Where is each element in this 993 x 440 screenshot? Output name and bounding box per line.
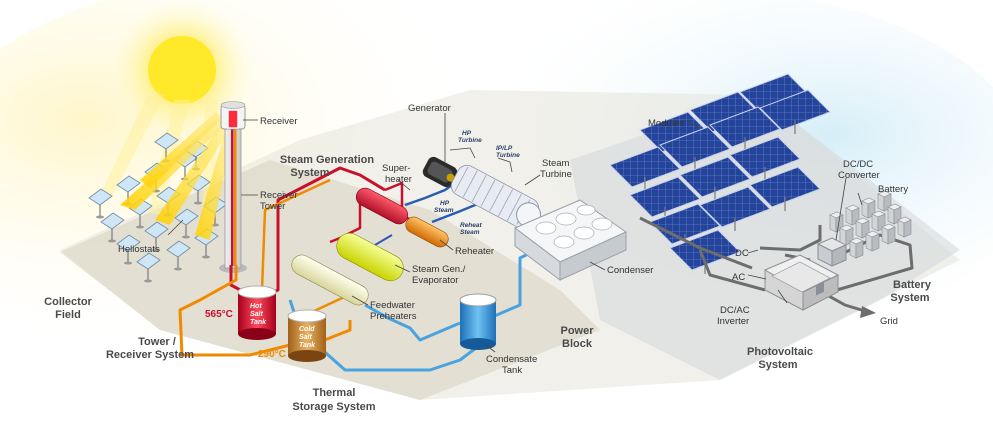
battery-bank [829,190,912,259]
label-superheater-2: heater [385,174,412,185]
section-battery-1: Battery [893,279,932,291]
label-feedwater-2: Preheaters [370,311,417,322]
label-battery: Battery [878,184,908,195]
pv-module-icon [659,126,731,171]
label-receiver-tower-1: Receiver [260,190,298,201]
section-collector-1: Collector [44,296,92,308]
cold-tank-label-2: Salt [299,334,313,341]
heliostat-icon [174,208,199,239]
section-thermal-1: Thermal [313,387,356,399]
label-condenser: Condenser [607,265,653,276]
heliostat-icon [144,221,169,252]
pv-module-icon [759,89,831,134]
pv-module-icon [749,166,821,211]
label-generator: Generator [408,103,451,114]
receiver-tower [219,101,247,273]
cold-tank-label-3: Tank [299,342,316,349]
hot-tank-label-1: Hot [250,303,262,310]
label-iplp-turbine-2: Turbine [496,152,520,159]
section-labels: Collector Field Tower / Receiver System … [44,154,932,413]
pv-module-icon [709,106,781,151]
grid-arrow-icon [860,306,876,318]
label-steam-turbine-1: Steam [542,158,570,169]
hot-tank-label-2: Salt [250,311,264,318]
heliostat-icon [88,188,113,219]
label-reheater: Reheater [455,246,494,257]
label-dcac-1: DC/AC [720,305,750,316]
component-labels: Heliostats Receiver Receiver Tower Gener… [118,103,908,376]
pv-module-icon [729,136,801,181]
section-power-1: Power [560,325,594,337]
steam-generator [336,232,404,282]
section-power-2: Block [562,338,593,350]
dcdc-converter [816,237,848,267]
battery-cabinet-icon [849,237,864,259]
section-tower-2: Receiver System [106,349,194,361]
feedwater-preheaters [291,254,369,306]
hot-salt-tank: Hot Salt Tank [237,285,277,340]
label-grid: Grid [880,316,898,327]
battery-cabinet-icon [871,210,886,232]
label-dc: DC [735,248,749,259]
section-steamgen-1: Steam Generation [280,154,374,166]
label-hp-turbine-1: HP [462,130,472,137]
label-modules: Modules [648,118,684,129]
label-reheat-steam-2: Steam [460,229,480,236]
battery-cabinet-icon [865,230,880,252]
label-steam-turbine-2: Turbine [540,169,572,180]
label-receiver: Receiver [260,116,298,127]
dcac-inverter [763,254,840,311]
label-dcdc-2: Converter [838,170,880,181]
label-condensate-2: Tank [502,365,522,376]
section-collector-2: Field [55,309,81,321]
section-battery-2: System [890,292,929,304]
label-feedwater-1: Feedwater [370,300,415,311]
pv-module-icon [609,146,681,191]
generator [422,156,458,188]
leader-lines [167,113,863,353]
label-ac: AC [732,272,745,283]
cold-salt-tank: Cold Salt Tank [287,309,327,362]
condenser [514,199,628,282]
superheater [355,187,409,225]
label-receiver-tower-2: Tower [260,201,285,212]
cold-tank-label-1: Cold [299,326,315,333]
label-temp-hot: 565°C [205,309,233,320]
hot-tank-label-3: Tank [250,319,267,326]
pv-module-array [609,73,831,274]
heliostat-icon [136,252,161,283]
pv-module-icon [699,186,771,231]
heliostat-icon [100,212,125,243]
battery-cabinet-icon [881,223,896,245]
section-pv-1: Photovoltaic [747,346,813,358]
label-temp-cold: 290°C [258,349,286,360]
section-steamgen-2: System [290,167,329,179]
label-steam-gen-1: Steam Gen./ [412,264,466,275]
label-hp-steam-1: HP [440,200,450,207]
battery-cabinet-icon [877,190,892,212]
label-heliostats: Heliostats [118,244,160,255]
pv-module-icon [679,156,751,201]
label-hp-turbine-2: Turbine [458,137,482,144]
label-iplp-turbine-1: IP/LP [496,145,513,152]
label-dcdc-1: DC/DC [843,159,873,170]
reheater [405,216,449,248]
section-tower-1: Tower / [138,336,176,348]
label-superheater-1: Super- [382,163,411,174]
sun-icon [148,36,216,104]
label-dcac-2: Inverter [717,316,749,327]
battery-cabinet-icon [897,216,912,238]
label-steam-gen-2: Evaporator [412,275,458,286]
condensate-tank [459,293,497,350]
heliostat-icon [166,240,191,271]
label-condensate-1: Condensate [486,354,537,365]
label-hp-steam-2: Steam [434,207,454,214]
label-reheat-steam-1: Reheat [460,222,483,229]
reflected-beams [120,112,232,240]
section-pv-2: System [758,359,797,371]
heliostat-icon [116,234,141,265]
section-thermal-2: Storage System [292,401,375,413]
